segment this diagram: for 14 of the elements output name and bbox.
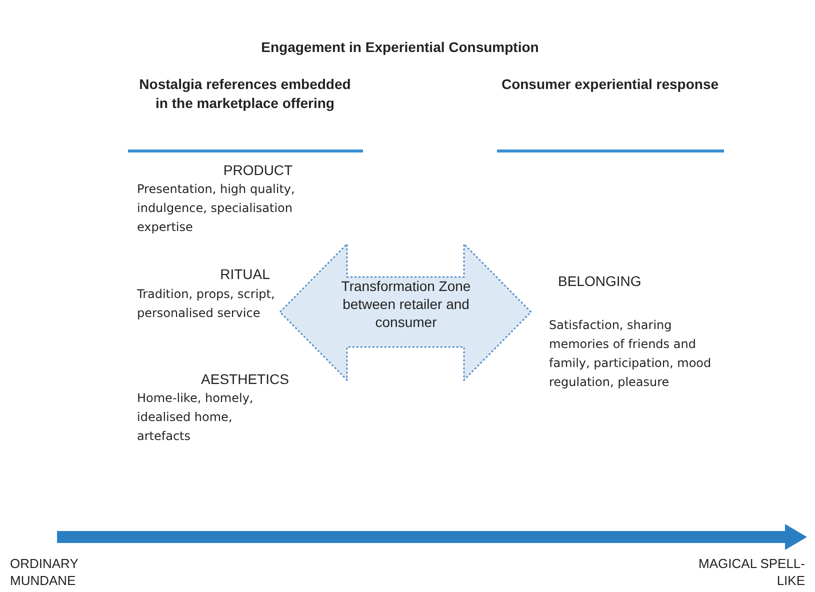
category-heading: PRODUCT [222,162,294,178]
diagram-title: Engagement in Experiential Consumption [260,38,540,57]
scale-label: ORDINARY MUNDANE [10,555,80,589]
description-text: Home-like, homely, idealised home, artefacts [137,390,254,445]
category-heading: AESTHETICS [200,371,290,387]
description-text: Presentation, high quality, indulgence, specialisation expertise [137,181,296,236]
column-heading: Consumer experiential response [500,75,720,94]
scale-label: MAGICAL SPELL-LIKE [698,555,805,589]
zone-label: Transformation Zone between retailer and consumer [341,277,471,331]
description-text: Tradition, props, script, personalised service [137,286,276,322]
column-heading: Nostalgia references embedded in the marketplace offering [138,75,352,113]
description-text: Satisfaction, sharing memories of friends and family, participation, mood regulation, pleasure [549,317,712,391]
category-heading: BELONGING [558,273,642,289]
category-heading: RITUAL [219,266,271,282]
